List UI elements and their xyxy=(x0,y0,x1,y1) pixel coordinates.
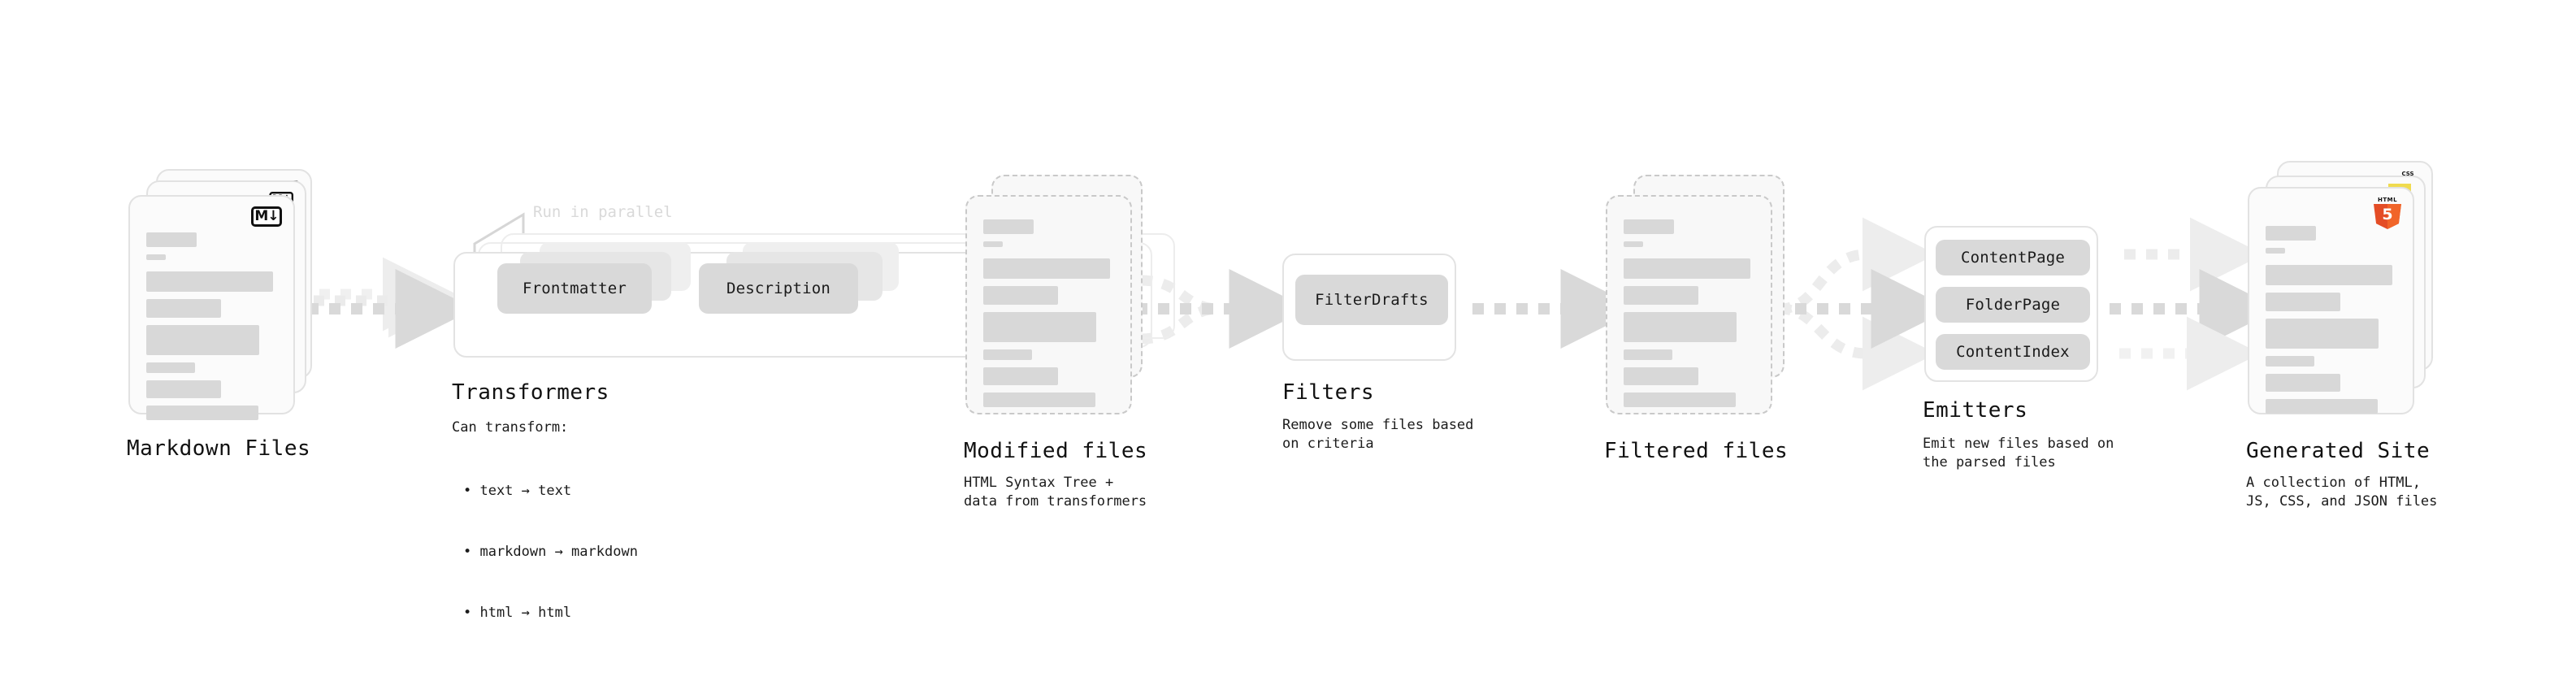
conn-filtered-to-emitters xyxy=(1773,217,1951,391)
filtered-skeleton xyxy=(1624,219,1756,414)
markdown-icon: M↓ xyxy=(251,206,282,227)
modified-card-front[interactable] xyxy=(965,195,1132,414)
chip-description[interactable]: Description xyxy=(699,263,858,314)
chip-contentpage[interactable]: ContentPage xyxy=(1936,240,2090,275)
markdown-card-front[interactable]: M↓ xyxy=(128,195,295,420)
transformers-bullets: • text → text • markdown → markdown • ht… xyxy=(463,440,638,664)
css-icon-label: CSS xyxy=(2401,171,2414,177)
html5-icon: HTML 5 xyxy=(2374,197,2401,229)
html5-icon-digit: 5 xyxy=(2382,206,2393,223)
filters-box: FilterDrafts xyxy=(1282,254,1456,361)
generated-site-subtitle: A collection of HTML, JS, CSS, and JSON … xyxy=(2246,475,2438,510)
chip-contentindex[interactable]: ContentIndex xyxy=(1936,334,2090,370)
transformers-bullet-0: • text → text xyxy=(463,483,572,499)
modified-files-subtitle: HTML Syntax Tree + data from transformer… xyxy=(964,475,1147,510)
filters-subtitle: Remove some files based on criteria xyxy=(1282,417,1474,452)
emitters-box: ContentPage FolderPage ContentIndex xyxy=(1924,226,2098,382)
run-in-parallel-label: Run in parallel xyxy=(533,203,673,221)
modified-skeleton xyxy=(983,219,1116,414)
chip-folderpage[interactable]: FolderPage xyxy=(1936,287,2090,323)
conn-emitters-to-site xyxy=(2110,217,2279,391)
filtered-card-front[interactable] xyxy=(1606,195,1772,414)
site-card-front[interactable]: HTML 5 xyxy=(2248,187,2414,414)
chip-filterdrafts[interactable]: FilterDrafts xyxy=(1295,275,1448,325)
filters-title: Filters xyxy=(1282,380,1375,405)
transformers-bullet-1: • markdown → markdown xyxy=(463,544,638,560)
conn-markdown-to-transformers xyxy=(307,257,475,349)
modified-files-title: Modified files xyxy=(964,439,1148,463)
transformers-title: Transformers xyxy=(452,380,609,405)
html5-icon-label: HTML xyxy=(2377,197,2398,203)
markdown-files-title: Markdown Files xyxy=(127,436,311,461)
filtered-files-title: Filtered files xyxy=(1604,439,1789,463)
site-skeleton xyxy=(2266,226,2398,421)
emitters-title: Emitters xyxy=(1923,398,2028,423)
transformers-subtitle: Can transform: xyxy=(452,419,569,436)
markdown-skeleton xyxy=(146,232,279,427)
generated-site-title: Generated Site xyxy=(2246,439,2431,463)
markdown-icon-label: M↓ xyxy=(251,206,282,227)
chip-frontmatter[interactable]: Frontmatter xyxy=(497,263,652,314)
transformers-bullet-2: • html → html xyxy=(463,605,572,621)
emitters-subtitle: Emit new files based on the parsed files xyxy=(1923,436,2114,471)
